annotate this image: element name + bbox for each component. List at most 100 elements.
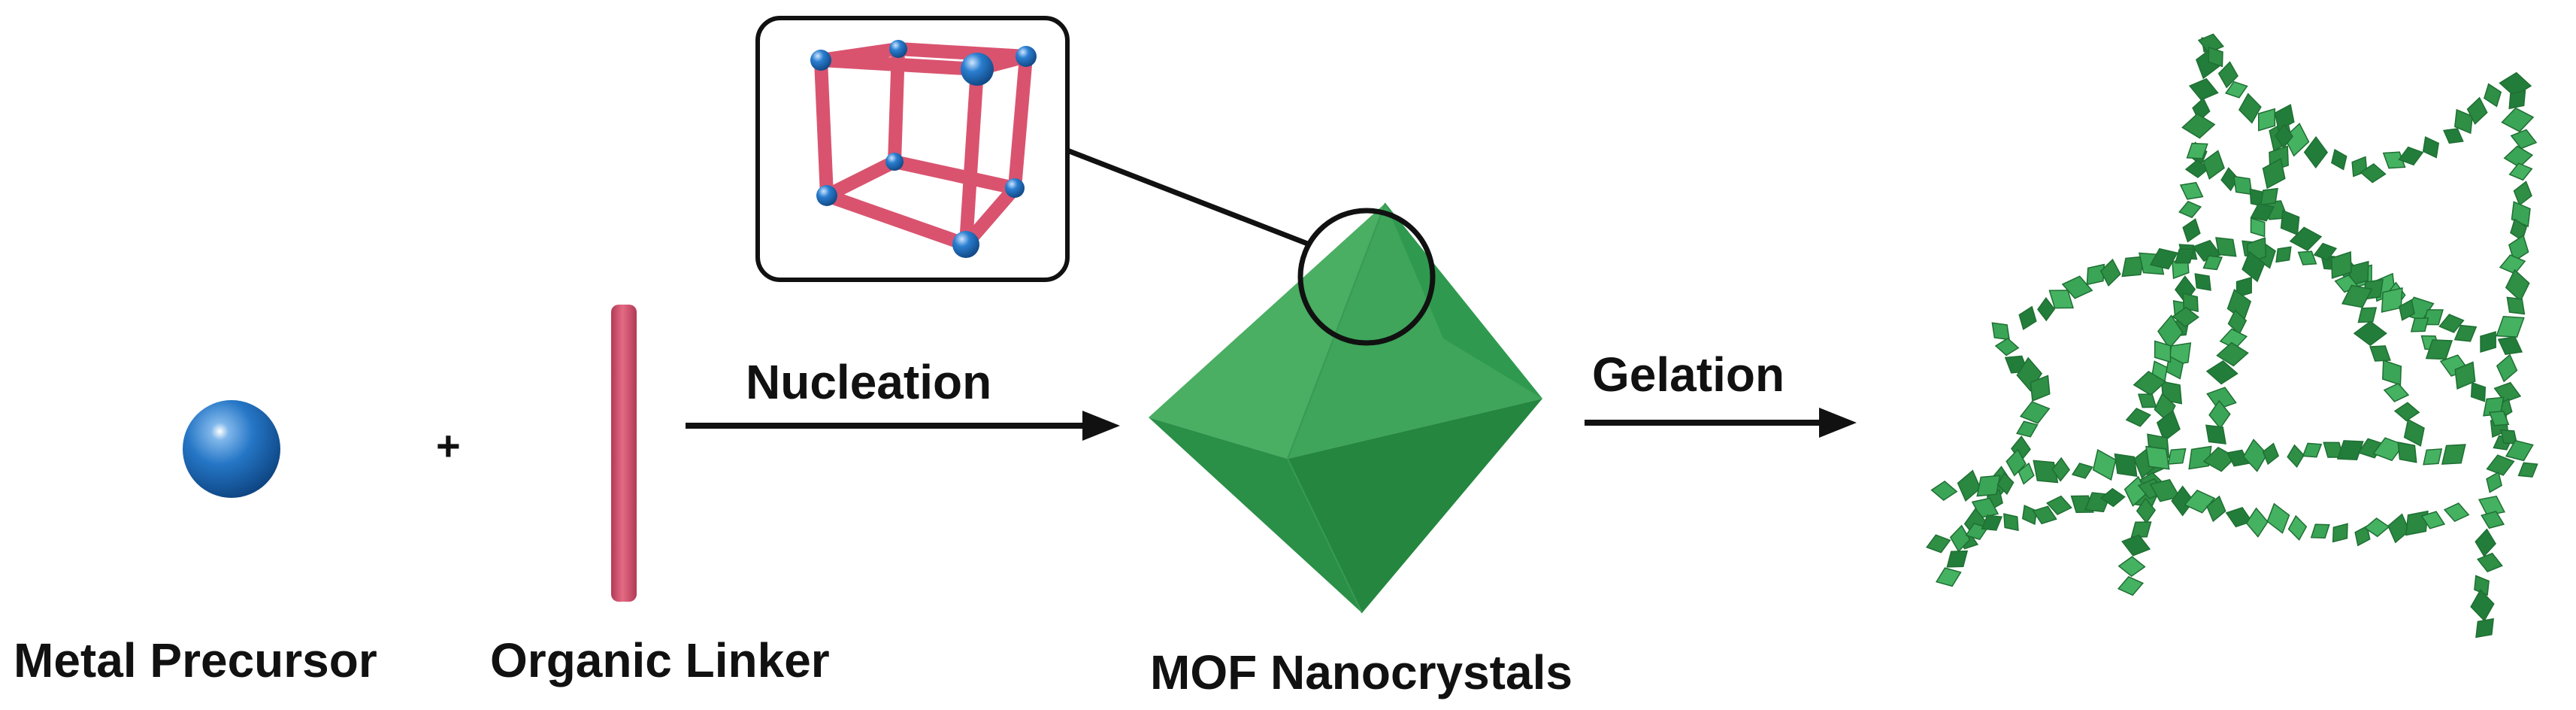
- mof-nanocrystal-octahedron: [1149, 202, 1542, 614]
- gel-nanocrystal: [2313, 242, 2338, 261]
- gel-nanocrystal: [2423, 448, 2443, 466]
- framework-nodes: [810, 40, 1037, 258]
- gel-nanocrystal: [2071, 463, 2093, 479]
- gel-nanocrystal: [2503, 145, 2534, 168]
- gel-nanocrystal: [2508, 90, 2526, 110]
- gel-nanocrystal: [2382, 360, 2402, 386]
- gel-nanocrystal: [2181, 113, 2216, 139]
- metal-precursor-sphere: [183, 400, 280, 498]
- gel-nanocrystal: [2302, 442, 2323, 458]
- gel-nanocrystal: [2092, 448, 2117, 481]
- gel-nanocrystal: [2475, 617, 2494, 639]
- gel-nanocrystal: [1996, 472, 2014, 496]
- gelation-arrow: [1585, 408, 1857, 438]
- gel-nanocrystal: [2016, 420, 2039, 438]
- gel-nanocrystal: [2420, 511, 2446, 529]
- gel-nanocrystal: [2517, 462, 2538, 478]
- gel-nanocrystal: [2224, 80, 2248, 99]
- gel-nanocrystal: [2480, 331, 2496, 353]
- gel-nanocrystal: [2188, 445, 2212, 470]
- gel-nanocrystal: [2353, 320, 2387, 347]
- gel-nanocrystal: [2019, 401, 2051, 424]
- gel-nanocrystal: [2005, 448, 2027, 477]
- gel-nanocrystal: [2274, 123, 2294, 149]
- gel-nanocrystal: [2179, 181, 2204, 200]
- gel-nanocrystal: [2032, 505, 2057, 525]
- gel-nanocrystal: [2410, 317, 2429, 332]
- gel-nanocrystal: [1994, 337, 2020, 357]
- gel-nanocrystal: [2262, 157, 2286, 190]
- gel-nanocrystal: [2114, 453, 2138, 477]
- gel-nanocrystal: [2238, 93, 2262, 124]
- gel-nanocrystal: [2149, 247, 2178, 270]
- gel-nanocrystal: [2381, 287, 2403, 313]
- gel-nanocrystal: [2336, 440, 2364, 460]
- gel-nanocrystal: [2422, 136, 2440, 159]
- gel-nanocrystal: [2250, 217, 2266, 238]
- gel-nanocrystal: [2030, 375, 2051, 402]
- nucleation-label: Nucleation: [746, 355, 992, 409]
- gel-nanocrystal: [2046, 495, 2072, 516]
- gel-nanocrystal: [2227, 309, 2248, 335]
- gel-nanocrystal: [2398, 146, 2424, 166]
- gel-nanocrystal: [2274, 104, 2295, 132]
- gel-nanocrystal: [2510, 129, 2538, 150]
- gel-nanocrystal: [2275, 246, 2292, 263]
- gel-nanocrystal: [2205, 360, 2238, 385]
- gel-nanocrystal: [2117, 575, 2145, 596]
- gel-nanocrystal: [2205, 424, 2226, 445]
- gel-nanocrystal: [2403, 418, 2425, 447]
- gel-nanocrystal: [2262, 442, 2280, 466]
- gel-nanocrystal: [2506, 296, 2526, 315]
- gel-nanocrystal: [2475, 528, 2496, 557]
- gel-nanocrystal: [2513, 181, 2532, 206]
- gel-nanocrystal: [2257, 108, 2276, 132]
- gel-nanocrystal: [2018, 462, 2035, 485]
- gel-nanocrystal: [2242, 438, 2269, 472]
- mof-nanocrystals-label: MOF Nanocrystals: [1150, 645, 1573, 699]
- gel-nanocrystal: [2497, 335, 2523, 356]
- gel-nanocrystal: [2289, 226, 2323, 252]
- gel-nanocrystal: [2303, 135, 2329, 169]
- gel-nanocrystal: [2387, 513, 2411, 544]
- gel-nanocrystal: [2266, 502, 2290, 534]
- gel-nanocrystal: [2186, 142, 2208, 159]
- gel-nanocrystal: [2188, 77, 2219, 101]
- gel-nanocrystal: [2208, 399, 2231, 429]
- gel-nanocrystal: [2125, 408, 2151, 427]
- gel-nanocrystal: [2476, 552, 2503, 573]
- gel-nanocrystal: [2438, 314, 2465, 333]
- gel-nanocrystal: [2235, 276, 2252, 299]
- gel-nanocrystal: [2287, 514, 2308, 541]
- gel-nanocrystal: [2360, 162, 2387, 184]
- gel-nanocrystal: [2099, 487, 2126, 508]
- mof-gel-network: [1926, 33, 2538, 639]
- gel-nanocrystal: [2441, 444, 2466, 465]
- gel-nanocrystal: [2484, 83, 2502, 108]
- gel-nanocrystal: [2172, 306, 2200, 328]
- framework-inset: [755, 16, 1070, 282]
- gel-nanocrystal: [2133, 370, 2167, 396]
- gel-nanocrystal: [2242, 250, 2266, 283]
- gel-nanocrystal: [2397, 441, 2417, 463]
- gel-nanocrystal: [2167, 448, 2187, 465]
- gel-nanocrystal: [2510, 218, 2527, 241]
- gel-nanocrystal: [2454, 361, 2476, 390]
- gel-nanocrystal: [2184, 489, 2216, 514]
- gel-nanocrystal: [2393, 402, 2420, 422]
- gel-nanocrystal: [2250, 202, 2275, 222]
- gel-nanocrystal: [2453, 324, 2478, 342]
- gel-nanocrystal: [1949, 524, 1971, 553]
- gel-nanocrystal: [1976, 475, 2001, 497]
- gel-nanocrystal: [2284, 123, 2310, 157]
- gel-nanocrystal: [2508, 162, 2533, 181]
- organic-linker-rod: [611, 305, 637, 602]
- gel-nanocrystal: [1981, 514, 2003, 531]
- gel-nanocrystal: [1930, 480, 1958, 502]
- gel-nanocrystal: [2470, 589, 2495, 622]
- gel-nanocrystal: [2154, 340, 2172, 363]
- gel-nanocrystal: [2206, 495, 2226, 523]
- gel-nanocrystal: [2121, 534, 2151, 557]
